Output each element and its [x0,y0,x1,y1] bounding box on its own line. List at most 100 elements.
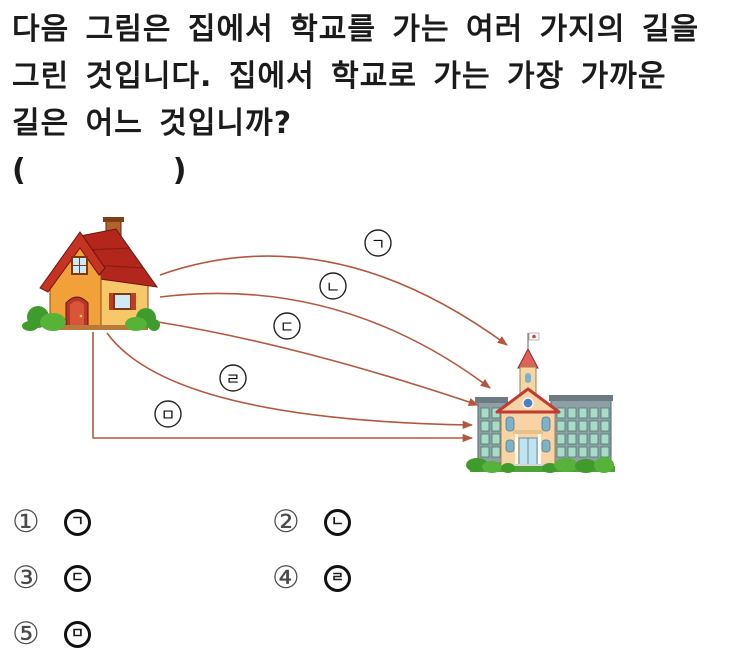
house-roof-shingle-line [86,247,131,251]
bush [501,463,515,473]
school-window [578,420,588,432]
choice-1: ① ㄱ [12,494,272,550]
school-window [578,433,588,445]
school-window [589,420,599,432]
choice-number: ④ [272,559,300,596]
school-window [567,446,577,458]
route-label-text: ㅁ [161,406,176,425]
question: 다음 그림은 집에서 학교를 가는 여러 가지의 길을 그린 것입니다. 집에서… [12,6,699,194]
house-door [70,301,84,329]
question-line: 다음 그림은 집에서 학교를 가는 여러 가지의 길을 [12,12,700,47]
house-window-shutter [131,293,136,310]
choice-number: ② [272,503,300,540]
school-pillar [538,434,541,466]
route-label-text: ㄴ [326,278,341,297]
school-window [491,446,501,458]
route-label-circle [364,229,392,257]
house-gable-trim [39,231,106,293]
choice-3: ③ ㄷ [12,550,272,606]
school-windows [480,407,610,458]
bush [542,463,558,473]
school-window [491,433,501,445]
route-label-circle [319,272,347,300]
school-window [578,446,588,458]
school-pillar [515,434,518,466]
school-portico-roof [513,430,543,434]
routes [92,255,508,443]
house-bushes [22,306,160,331]
route-label-circle [273,312,301,340]
bush [125,317,147,331]
school-clock [522,397,534,409]
house-side-window [113,293,132,310]
bush [575,459,597,473]
school-window [600,446,610,458]
school-window [600,407,610,419]
school-window [480,420,490,432]
school-main-window [541,439,551,453]
route-label-circle [154,400,182,428]
house-icon [22,217,160,331]
school-window [480,407,490,419]
school-window [578,407,588,419]
choice-5: ⑤ ㅁ [12,606,272,659]
answer-choices: ① ㄱ ② ㄴ ③ ㄷ ④ ㄹ ⑤ ㅁ [12,494,612,659]
route-label-text: ㄱ [371,235,386,254]
question-line: 길은 어느 것입니까? [12,106,293,141]
school-spire [517,347,539,369]
school-main-window [505,416,515,432]
house-window-shutter [109,293,114,310]
choice-label: ㄹ [324,564,351,592]
route-label-5: ㅁ [154,400,182,428]
choice-label: ㄷ [64,564,91,592]
school-window [491,420,501,432]
house-foundation [50,325,148,330]
bush [594,457,614,473]
school-window [556,420,566,432]
school-window [480,433,490,445]
choice-number: ③ [12,559,40,596]
route-5-path [92,332,474,443]
bush [148,319,160,331]
choice-number: ① [12,503,40,540]
route-label-2: ㄴ [319,272,347,300]
choice-label: ㄴ [324,508,351,536]
route-1-path [159,255,508,346]
school-window [567,407,577,419]
route-3-path [157,321,479,406]
school-window [589,446,599,458]
route-label-1: ㄱ [364,229,392,257]
school-left-wing-roof [475,397,508,403]
school-icon [466,332,615,473]
route-diagram: ㄱ ㄴ ㄷ ㄹ ㅁ [22,217,615,473]
school-window [589,407,599,419]
choice-label: ㅁ [64,620,91,648]
choice-2: ② ㄴ [272,494,532,550]
route-label-3: ㄷ [273,312,301,340]
school-window [556,446,566,458]
choice-number: ⑤ [12,615,40,652]
school-window [567,420,577,432]
school-window [567,433,577,445]
question-line: 그린 것입니다. 집에서 학교로 가는 가장 가까운 [12,59,667,94]
route-label-circle [219,364,247,392]
house-chimney-cap [103,217,124,222]
flag-emblem [532,334,536,339]
bush [22,321,38,331]
school-window [556,433,566,445]
route-2-path [159,292,491,389]
choice-label: ㄱ [64,508,91,536]
school-tower-window [525,373,531,383]
answer-blank: () [12,147,699,194]
school-window [589,433,599,445]
bush [482,461,502,473]
route-label-4: ㄹ [219,364,247,392]
route-label-text: ㄷ [280,318,295,337]
school-window [600,433,610,445]
bush [40,313,66,331]
school-window [600,420,610,432]
route-label-text: ㄹ [226,370,241,389]
answer-blank-close-paren: ) [172,153,188,188]
school-main-window [541,416,551,432]
